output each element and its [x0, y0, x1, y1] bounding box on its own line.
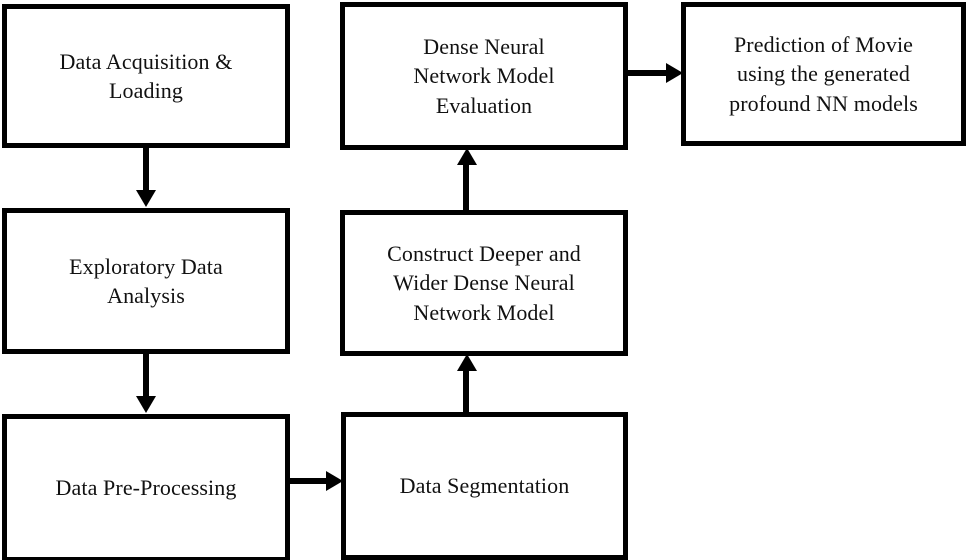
arrow-up-icon-construct-to-dense-eval — [457, 148, 483, 212]
arrow-head-up-icon — [457, 354, 477, 371]
arrow-down-icon-eda-to-preprocessing — [136, 352, 165, 418]
arrow-shaft — [626, 70, 668, 76]
arrow-shaft — [463, 368, 469, 414]
node-construct-label: Construct Deeper and Wider Dense Neural … — [387, 241, 581, 325]
node-preprocessing-label: Data Pre-Processing — [55, 475, 237, 501]
node-data-pre-processing[interactable]: Data Pre-Processing — [2, 414, 290, 560]
node-dense-eval-label: Dense Neural Network Model Evaluation — [413, 34, 555, 118]
arrow-head-right-icon — [666, 63, 683, 83]
node-data-segmentation[interactable]: Data Segmentation — [341, 412, 628, 560]
node-construct-deeper-wider-model[interactable]: Construct Deeper and Wider Dense Neural … — [340, 210, 628, 356]
node-dense-neural-network-model-evaluation[interactable]: Dense Neural Network Model Evaluation — [340, 2, 628, 150]
arrow-head-right-icon — [326, 471, 343, 491]
node-segmentation-label: Data Segmentation — [399, 473, 570, 499]
node-prediction-of-movie[interactable]: Prediction of Movie using the generated … — [681, 2, 966, 146]
arrow-shaft — [288, 478, 328, 484]
arrow-down-icon-acquisition-to-eda — [136, 146, 165, 210]
arrow-head-up-icon — [457, 148, 477, 165]
arrow-right-icon-dense-eval-to-prediction — [626, 63, 684, 88]
node-data-acquisition-label: Data Acquisition & Loading — [59, 48, 233, 103]
arrow-shaft — [143, 352, 149, 398]
node-exploratory-data-analysis[interactable]: Exploratory Data Analysis — [2, 208, 290, 354]
arrow-head-down-icon — [136, 396, 156, 413]
node-eda-label: Exploratory Data Analysis — [69, 253, 223, 308]
arrow-up-icon-segmentation-to-construct — [457, 354, 483, 416]
arrow-head-down-icon — [136, 190, 156, 207]
arrow-right-icon-preprocessing-to-segmentation — [288, 471, 346, 496]
node-prediction-label: Prediction of Movie using the generated … — [729, 32, 918, 116]
node-data-acquisition[interactable]: Data Acquisition & Loading — [2, 4, 290, 148]
arrow-shaft — [143, 146, 149, 192]
arrow-shaft — [463, 162, 469, 210]
